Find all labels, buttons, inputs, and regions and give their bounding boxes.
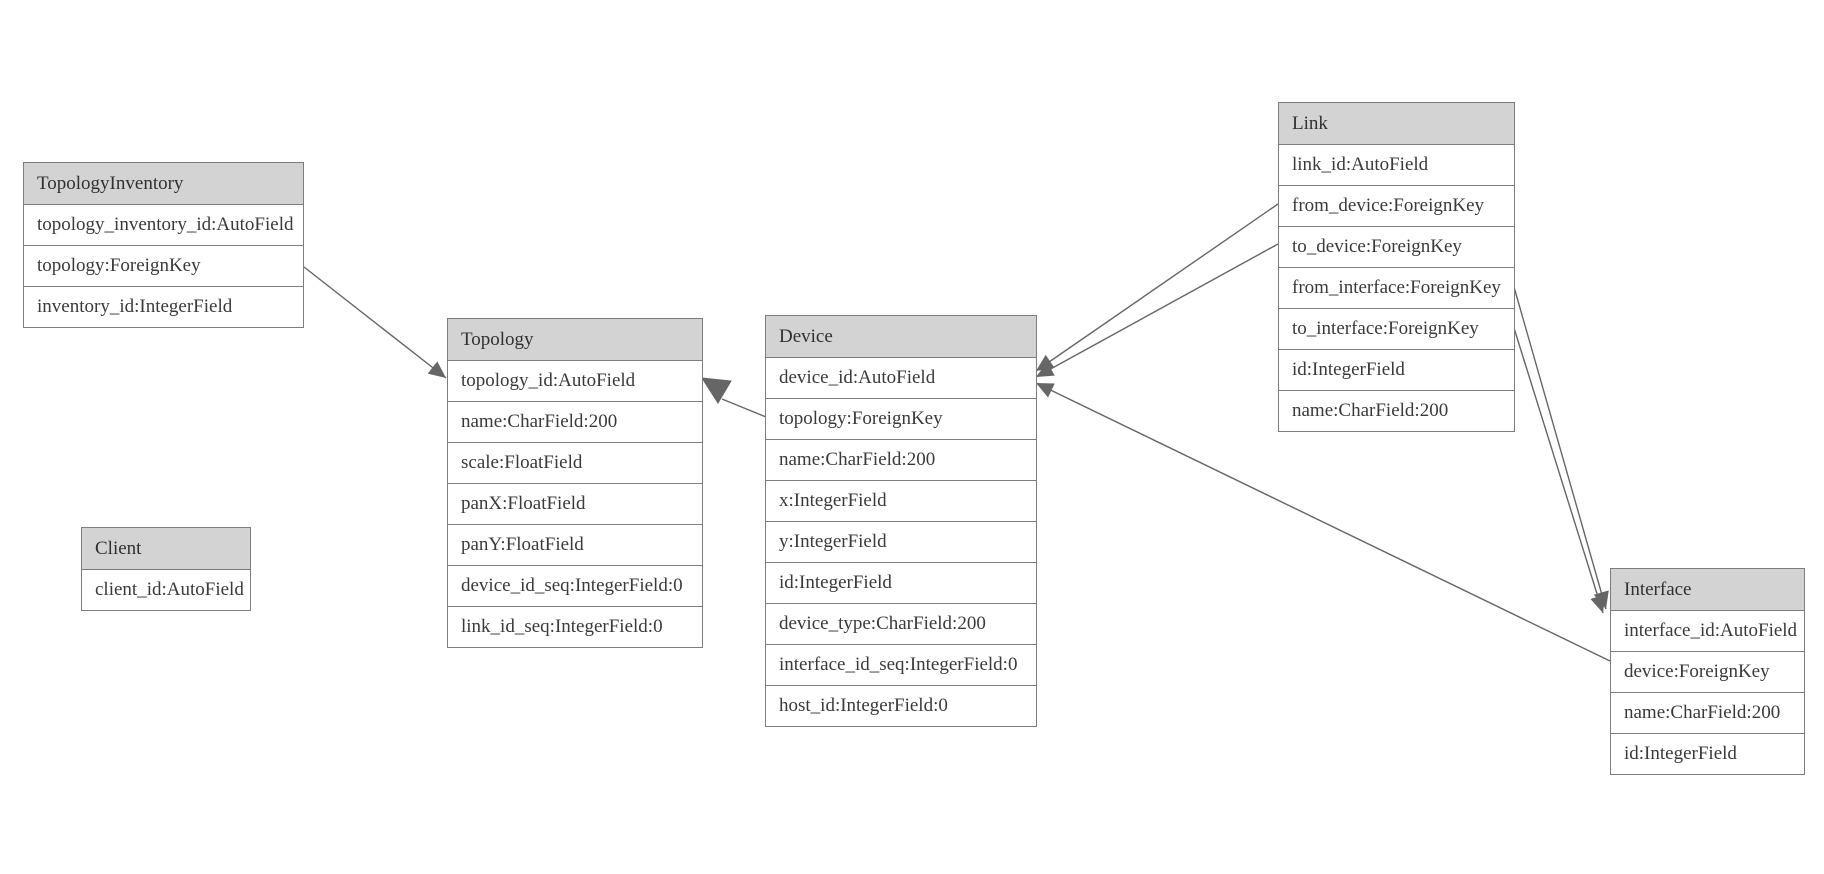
entity-field: host_id:IntegerField:0	[766, 685, 1036, 726]
entity-field: interface_id:AutoField	[1611, 610, 1804, 651]
entity-field: interface_id_seq:IntegerField:0	[766, 644, 1036, 685]
entity-title-client: Client	[82, 528, 250, 569]
edge-link-from-device-to-device	[1035, 203, 1279, 372]
edge-link-to-interface-to-interface	[1513, 327, 1606, 614]
entity-field: name:CharField:200	[1611, 692, 1804, 733]
entity-title-topology-inventory: TopologyInventory	[24, 163, 303, 204]
arrowhead-device-topology-to-topology	[701, 377, 732, 404]
entity-title-topology: Topology	[448, 319, 702, 360]
entity-field: topology:ForeignKey	[766, 398, 1036, 439]
entity-field: device_type:CharField:200	[766, 603, 1036, 644]
entity-field: inventory_id:IntegerField	[24, 286, 303, 327]
entity-field: x:IntegerField	[766, 480, 1036, 521]
entity-field: topology_id:AutoField	[448, 360, 702, 401]
entity-field: topology_inventory_id:AutoField	[24, 204, 303, 245]
entity-field: from_interface:ForeignKey	[1279, 267, 1514, 308]
entity-title-link: Link	[1279, 103, 1514, 144]
entity-field: scale:FloatField	[448, 442, 702, 483]
entity-field: device_id_seq:IntegerField:0	[448, 565, 702, 606]
entity-field: from_device:ForeignKey	[1279, 185, 1514, 226]
entity-field: device:ForeignKey	[1611, 651, 1804, 692]
edge-topologyinventory-topology-to-topology	[303, 266, 447, 379]
entity-field: name:CharField:200	[1279, 390, 1514, 431]
entity-field: to_interface:ForeignKey	[1279, 308, 1514, 349]
entity-field: id:IntegerField	[766, 562, 1036, 603]
entity-field: link_id_seq:IntegerField:0	[448, 606, 702, 647]
entity-title-interface: Interface	[1611, 569, 1804, 610]
entity-field: client_id:AutoField	[82, 569, 250, 610]
entity-field: id:IntegerField	[1611, 733, 1804, 774]
entity-field: panX:FloatField	[448, 483, 702, 524]
edge-link-to-device-to-device	[1035, 243, 1279, 378]
entity-field: y:IntegerField	[766, 521, 1036, 562]
entity-field: name:CharField:200	[766, 439, 1036, 480]
edge-device-topology-to-topology	[721, 398, 767, 418]
entity-title-device: Device	[766, 316, 1036, 357]
entity-field: topology:ForeignKey	[24, 245, 303, 286]
entity-field: device_id:AutoField	[766, 357, 1036, 398]
edge-link-from-interface-to-interface	[1513, 286, 1609, 610]
entity-field: to_device:ForeignKey	[1279, 226, 1514, 267]
entity-field: name:CharField:200	[448, 401, 702, 442]
edge-interface-device-to-device	[1035, 382, 1611, 662]
entity-field: id:IntegerField	[1279, 349, 1514, 390]
entity-field: panY:FloatField	[448, 524, 702, 565]
entity-field: link_id:AutoField	[1279, 144, 1514, 185]
